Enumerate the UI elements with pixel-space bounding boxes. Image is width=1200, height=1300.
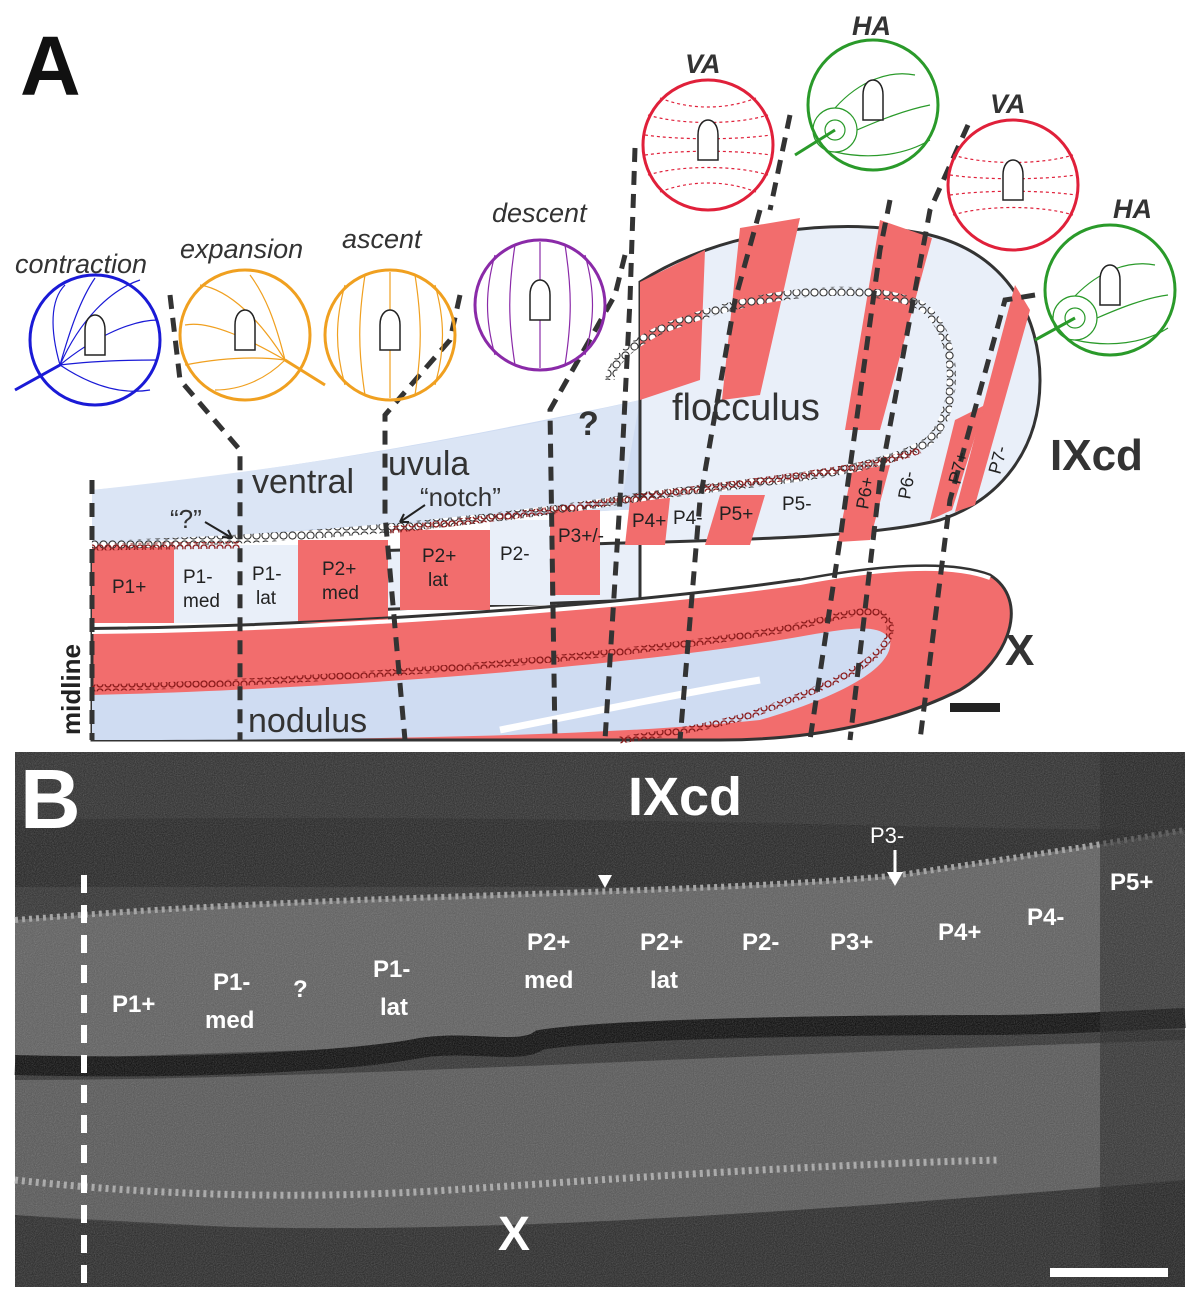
zone-p3pm: P3+/- [558, 526, 604, 547]
upper-pink-zones [625, 218, 1030, 545]
globe-ha-2 [1034, 223, 1177, 357]
b-p2minus: P2- [742, 929, 779, 956]
zone-p1-med-b: med [183, 591, 220, 612]
globe-ascent [323, 268, 457, 402]
purkinje-dark-upper [389, 446, 922, 534]
label-ha-2: HA [1113, 194, 1152, 224]
zone-p2plus-med-b: med [322, 583, 359, 604]
nodulus-inner-band [92, 628, 891, 740]
zone-p5plus: P5+ [719, 504, 753, 525]
scale-bar-a [950, 703, 1000, 712]
panel-a-text: A contraction expansion ascent descent V… [15, 11, 1152, 740]
b-p1plus: P1+ [112, 991, 155, 1018]
label-question-a: ? [578, 405, 599, 443]
b-p1med-b: med [205, 1007, 254, 1034]
label-p3minus-b: P3- [870, 823, 904, 848]
label-va-2: VA [990, 89, 1026, 119]
b-p1lat-a: P1- [373, 956, 410, 983]
zone-p1-lat-b: lat [256, 588, 277, 609]
panel-b-zone-labels: P1+ P1- med ? P1- lat P2+ med P2+ lat P2… [112, 869, 1153, 1034]
zone-p1-lat-a: P1- [252, 564, 282, 585]
zone-p2minus: P2- [500, 544, 530, 565]
label-ha-1: HA [852, 11, 891, 41]
label-descent: descent [492, 198, 588, 228]
purkinje-dark-lower [91, 608, 894, 744]
label-nodulus: nodulus [248, 702, 367, 740]
zone-p2plus-lat-a: P2+ [422, 546, 456, 567]
zone-p2plus-med-a: P2+ [322, 559, 356, 580]
globe-contraction [14, 273, 162, 407]
panel-a-letter: A [20, 19, 81, 113]
label-notch: “notch” [420, 482, 501, 512]
zone-p5minus: P5- [782, 494, 812, 515]
zone-p1-med-a: P1- [183, 567, 213, 588]
stimulus-globes [14, 38, 1177, 407]
zone-p4plus: P4+ [632, 511, 666, 532]
globe-va-2 [946, 118, 1080, 252]
strip-zones [92, 510, 600, 623]
zone-p1plus: P1+ [112, 577, 146, 598]
label-x-a: X [1005, 626, 1034, 675]
label-ascent: ascent [342, 224, 423, 254]
zone-p2plus-lat-b: lat [428, 570, 449, 591]
b-p2med-b: med [524, 967, 573, 994]
globe-descent [473, 238, 607, 372]
uvula-band [92, 400, 640, 545]
b-p2med-a: P2+ [527, 929, 570, 956]
label-quoted-question: “?” [170, 504, 202, 534]
b-p2lat-b: lat [650, 967, 678, 994]
b-p2lat-a: P2+ [640, 929, 683, 956]
b-p5plus: P5+ [1110, 869, 1153, 896]
label-ventral: ventral [252, 463, 354, 501]
b-p4minus: P4- [1027, 904, 1064, 931]
globe-va-1 [641, 78, 775, 212]
panel-b-letter: B [20, 752, 81, 846]
label-expansion: expansion [180, 234, 303, 264]
label-flocculus: flocculus [672, 387, 820, 429]
b-p1med-a: P1- [213, 969, 250, 996]
b-p1lat-b: lat [380, 994, 408, 1021]
label-uvula: uvula [388, 445, 469, 483]
label-x-b: X [498, 1208, 530, 1261]
zone-p6minus: P6- [894, 470, 919, 501]
label-ixcd-b: IXcd [628, 767, 742, 827]
panel-b: B IXcd X P3- P1+ P1- med ? P1- lat P2+ m… [14, 752, 1186, 1287]
globe-ha-1 [794, 38, 940, 172]
b-q: ? [293, 976, 308, 1003]
marker-triangle [598, 875, 612, 888]
label-contraction: contraction [15, 249, 147, 279]
globe-expansion [178, 268, 326, 402]
scale-bar-b [1050, 1268, 1168, 1277]
panel-a [89, 114, 1042, 744]
label-midline: midline [56, 644, 86, 735]
label-va-1: VA [685, 49, 721, 79]
b-p4plus: P4+ [938, 919, 981, 946]
zone-p4minus: P4- [673, 508, 703, 529]
b-p3plus: P3+ [830, 929, 873, 956]
label-ixcd-a: IXcd [1050, 431, 1143, 480]
